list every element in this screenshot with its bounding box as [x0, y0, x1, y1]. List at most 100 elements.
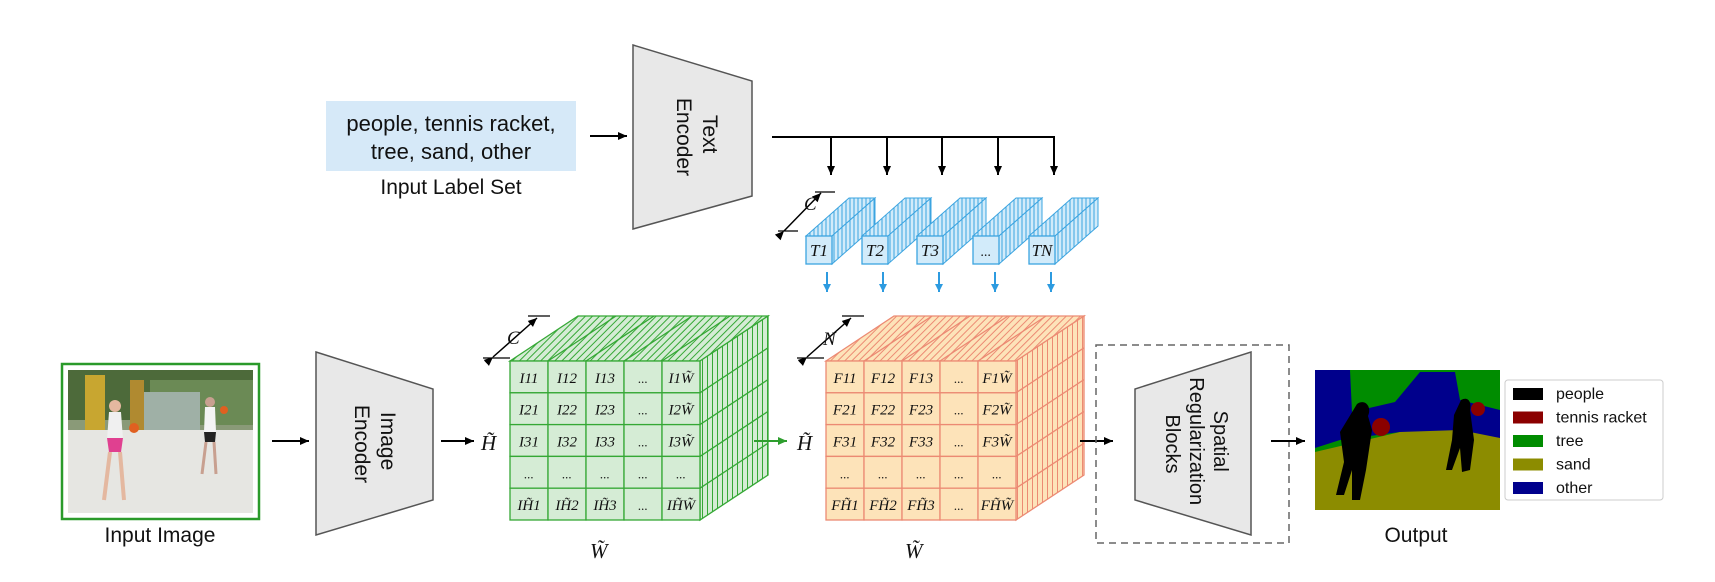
- fused-feature-cell: ...: [825, 455, 865, 489]
- feature-label: FH̃1: [830, 498, 859, 514]
- feature-label: ...: [954, 403, 964, 418]
- feature-label: I23: [594, 403, 615, 419]
- feature-label: ...: [916, 466, 926, 481]
- image-feature-cell: ...: [623, 455, 663, 489]
- image-encoder-line-1: Image: [376, 412, 399, 470]
- feature-label: ...: [600, 466, 610, 481]
- spatial-line-2: Regularization: [1185, 377, 1207, 505]
- legend-swatch: [1513, 411, 1543, 424]
- text-token: TN: [1027, 196, 1100, 266]
- image-feature-cell: I13: [585, 360, 625, 394]
- feature-label: ...: [638, 403, 648, 418]
- feature-label: F13: [908, 371, 933, 387]
- feature-label: F1W̃: [981, 370, 1013, 386]
- image-feature-cell: ...: [547, 455, 587, 489]
- fused-feature-cell: F1W̃: [977, 360, 1017, 394]
- legend-item: tree: [1513, 433, 1584, 450]
- svg-text:Spatial Regularization: Spatial Regularization Blocks: [1161, 377, 1231, 510]
- feature-label: F32: [870, 435, 896, 451]
- feature-label: I33: [594, 435, 615, 451]
- spatial-regularization: Spatial Regularization Blocks: [1095, 344, 1290, 544]
- feature-label: F31: [832, 435, 857, 451]
- feature-label: ...: [954, 498, 964, 513]
- feature-label: F21: [832, 403, 857, 419]
- fused-feature-cell: ...: [939, 455, 979, 489]
- image-width-label: W̃: [590, 539, 610, 563]
- text-encoder: Text Encoder: [632, 43, 753, 230]
- output-segmentation: Output: [1315, 370, 1500, 547]
- feature-label: ...: [878, 466, 888, 481]
- fused-feature-cell: ...: [901, 455, 941, 489]
- label-set-box: [326, 101, 576, 171]
- feature-label: F33: [908, 435, 933, 451]
- feature-label: IH̃3: [592, 498, 616, 514]
- image-feature-cell: I3W̃: [661, 423, 701, 458]
- legend-label: tree: [1556, 433, 1584, 450]
- legend-item: sand: [1513, 457, 1591, 474]
- feature-label: F12: [870, 371, 896, 387]
- image-feature-cell: ...: [623, 423, 663, 458]
- token-label: T1: [810, 241, 828, 260]
- image-feature-cell: ...: [623, 360, 663, 394]
- token-label: T2: [866, 241, 884, 260]
- text-token: T1: [804, 196, 877, 266]
- feature-label: I32: [556, 435, 577, 451]
- fused-feature-cell: FH̃1: [825, 487, 865, 521]
- feature-label: ...: [638, 435, 648, 450]
- text-token: T3: [915, 196, 988, 266]
- token-channel-label: C: [804, 194, 817, 215]
- image-feature-cell: I1W̃: [661, 360, 701, 394]
- feature-label: I3W̃: [668, 434, 695, 450]
- legend-item: people: [1513, 386, 1604, 403]
- fused-block-top-face: [823, 315, 1087, 362]
- feature-label: I11: [519, 371, 539, 387]
- spatial-trapezoid: [1134, 350, 1252, 537]
- fused-feature-cell: ...: [939, 360, 979, 394]
- feature-label: ...: [676, 466, 686, 481]
- feature-label: F3W̃: [981, 434, 1013, 450]
- image-encoder-trapezoid: [315, 350, 434, 537]
- feature-label: ...: [562, 466, 572, 481]
- input-image-caption: Input Image: [105, 524, 216, 547]
- feature-label: I31: [518, 435, 539, 451]
- fused-height-label: H̃: [796, 431, 814, 455]
- spatial-line-3: Blocks: [1161, 415, 1183, 474]
- spatial-line-1: Spatial: [1209, 411, 1231, 472]
- feature-label: F2W̃: [981, 402, 1013, 418]
- feature-label: ...: [840, 466, 850, 481]
- input-image: Input Image: [60, 362, 261, 547]
- fused-feature-cell: F12: [863, 360, 903, 394]
- seg-person-2: [1446, 398, 1474, 472]
- feature-label: ...: [954, 435, 964, 450]
- tennis-photo: [68, 370, 253, 513]
- image-feature-cell: I21: [509, 392, 549, 426]
- token-channel-dim: C: [774, 191, 835, 241]
- feature-label: F22: [870, 403, 896, 419]
- image-feature-cell: I11: [509, 360, 549, 394]
- image-feature-cell: I2W̃: [661, 392, 701, 426]
- fused-feature-cell: FH̃2: [863, 487, 903, 521]
- feature-label: I21: [518, 403, 539, 419]
- svg-text:Text Encoder: Text Encoder: [672, 98, 721, 176]
- feature-label: I12: [556, 371, 577, 387]
- image-feature-cell: IH̃2: [547, 487, 587, 521]
- feature-label: I22: [556, 403, 577, 419]
- legend-swatch: [1513, 458, 1543, 471]
- image-feature-cell: IH̃1: [509, 487, 549, 521]
- image-feature-cell: I31: [509, 423, 549, 458]
- fused-feature-cell: F23: [901, 392, 941, 426]
- seg-racket-2: [1471, 402, 1485, 416]
- text-encoder-trapezoid: [632, 43, 753, 230]
- fused-feature-cell: FH̃W̃: [977, 487, 1017, 521]
- fused-feature-cell: F31: [825, 423, 865, 458]
- label-set-caption: Input Label Set: [380, 176, 521, 199]
- token-to-fusion-arrows: [823, 272, 1055, 292]
- feature-label: FH̃W̃: [980, 498, 1015, 514]
- image-encoder: Image Encoder: [315, 350, 434, 537]
- legend-swatch: [1513, 388, 1543, 400]
- output-caption: Output: [1384, 524, 1447, 547]
